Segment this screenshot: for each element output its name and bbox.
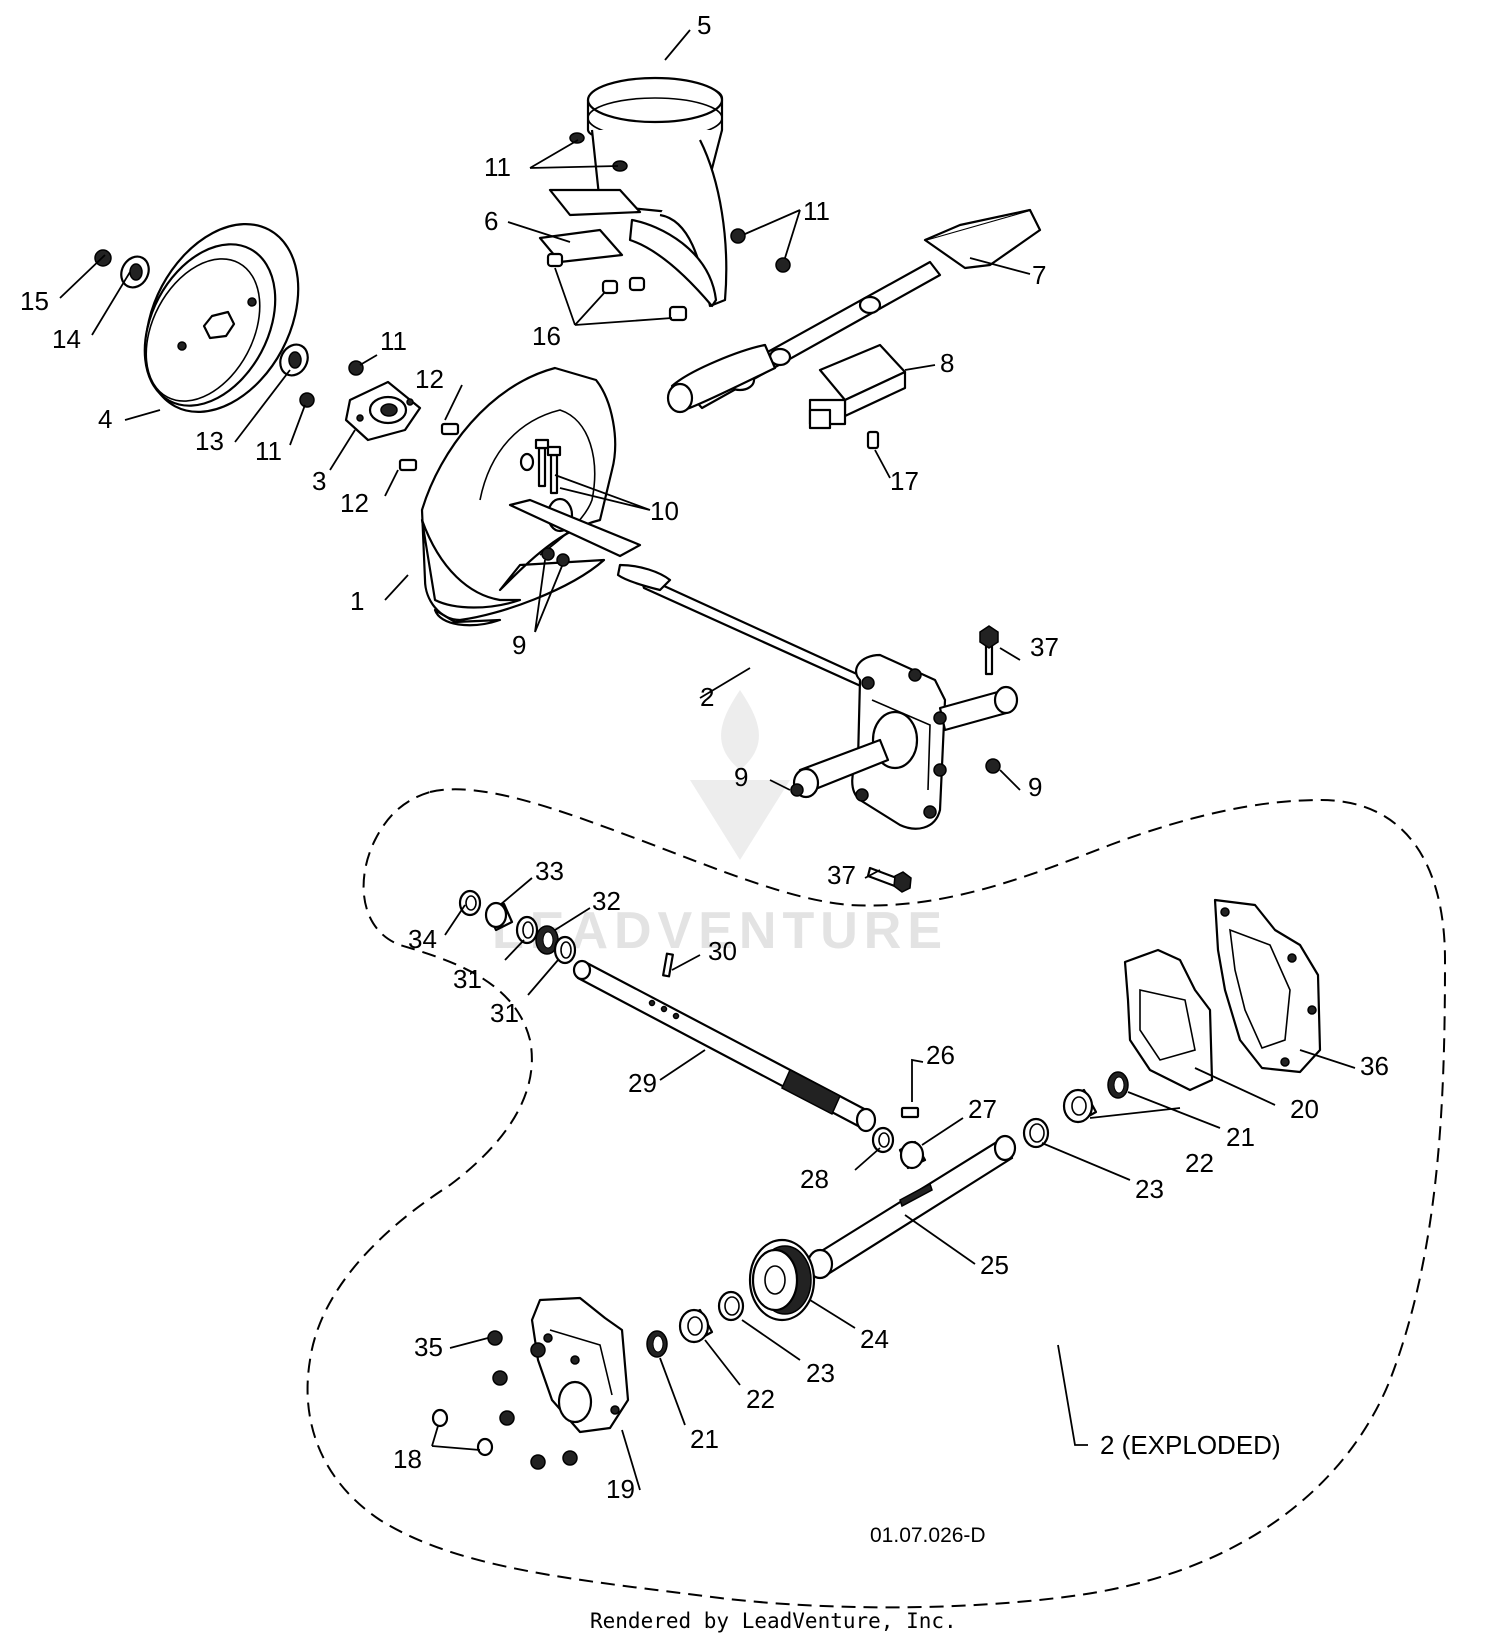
- part-5-discharge-chute: [538, 76, 728, 308]
- callout-11-chute-left: 11: [484, 152, 511, 182]
- callout-18: 18: [393, 1444, 422, 1474]
- part-29-worm-shaft: [572, 959, 877, 1133]
- callout-22-b: 22: [1185, 1148, 1214, 1178]
- callout-31-b: 31: [490, 998, 519, 1028]
- callout-29: 29: [628, 1068, 657, 1098]
- callout-11-flange-bottom: 11: [255, 436, 282, 466]
- callout-17: 17: [890, 466, 919, 496]
- callout-20: 20: [1290, 1094, 1319, 1124]
- callout-30: 30: [708, 936, 737, 966]
- callout-28: 28: [800, 1164, 829, 1194]
- callout-labels: 5 11 6 11 7 16 15 14 4 13 11 11 12 3 1 2 …: [20, 10, 1389, 1504]
- callout-9-gearbox-left: 9: [734, 762, 748, 792]
- part-8-crank-bracket: [808, 343, 907, 430]
- part-33-bushing: [484, 901, 514, 932]
- callout-34: 34: [408, 924, 437, 954]
- callout-13: 13: [195, 426, 224, 456]
- callout-21-b: 21: [1226, 1122, 1255, 1152]
- part-1-housing-side: [420, 366, 642, 627]
- credit-text: Rendered by LeadVenture, Inc.: [590, 1609, 957, 1633]
- leader-lines: [59, 29, 1356, 1491]
- callout-35: 35: [414, 1332, 443, 1362]
- callout-11-chute-right: 11: [803, 196, 830, 226]
- drawing-number: 01.07.026-D: [870, 1524, 986, 1547]
- callout-27: 27: [968, 1094, 997, 1124]
- callout-24: 24: [860, 1324, 889, 1354]
- part-4-pulley: [143, 223, 300, 413]
- part-9-nuts-gearbox: [790, 758, 1001, 797]
- part-7-chute-crank: [666, 208, 1042, 414]
- callout-16: 16: [532, 321, 561, 351]
- callout-12-bottom: 12: [340, 488, 369, 518]
- callout-6: 6: [484, 206, 498, 236]
- part-13-bearing: [279, 343, 309, 377]
- part-32-seal: [535, 925, 559, 955]
- callout-21-a: 21: [690, 1424, 719, 1454]
- part-20-gasket: [1123, 948, 1214, 1092]
- callout-32: 32: [592, 886, 621, 916]
- part-30-pin: [662, 952, 674, 978]
- callout-7: 7: [1032, 260, 1046, 290]
- part-9-nuts-housing: [541, 547, 570, 567]
- exploded-view-label: 2 (EXPLODED): [1100, 1430, 1281, 1460]
- callout-37-bottom: 37: [827, 860, 856, 890]
- part-34-washer: [458, 889, 482, 917]
- callout-22-a: 22: [746, 1384, 775, 1414]
- callout-5: 5: [697, 10, 711, 40]
- callout-25: 25: [980, 1250, 1009, 1280]
- callout-2: 2: [700, 682, 714, 712]
- part-22-bearing-a: [678, 1308, 714, 1344]
- callout-4: 4: [98, 404, 112, 434]
- part-24-worm-gear: [748, 1238, 816, 1322]
- part-36-gearbox-half: [1213, 898, 1322, 1074]
- callout-3: 3: [312, 466, 326, 496]
- part-11-nuts-pulley: [299, 360, 364, 408]
- callout-37-top: 37: [1030, 632, 1059, 662]
- callout-36: 36: [1360, 1051, 1389, 1081]
- part-11-nuts-chute: [730, 228, 791, 273]
- part-31-washer-a: [515, 915, 539, 945]
- part-12-bolts: [398, 422, 460, 472]
- callout-15: 15: [20, 286, 49, 316]
- part-27-bushing: [898, 1140, 927, 1170]
- watermark-logo-icon: [690, 780, 790, 860]
- part-25-output-shaft: [806, 1134, 1017, 1280]
- part-19-gearbox-half: [530, 1296, 630, 1434]
- callout-19: 19: [606, 1474, 635, 1504]
- part-28-washer: [871, 1126, 895, 1154]
- part-31-washer-b: [553, 935, 577, 965]
- part-21-seal-a: [646, 1330, 668, 1358]
- part-23-washer-b: [1022, 1117, 1050, 1149]
- part-2-gearbox-assembly: [616, 563, 1019, 830]
- part-18-plugs: [431, 1408, 494, 1457]
- part-37-bolts: [866, 625, 999, 893]
- part-35-screws: [487, 1330, 578, 1470]
- part-23-washer-a: [717, 1290, 745, 1322]
- callout-14: 14: [52, 324, 81, 354]
- callout-33: 33: [535, 856, 564, 886]
- part-16-carriage-bolts: [546, 252, 688, 322]
- part-14-bearing: [120, 255, 150, 289]
- callout-31-a: 31: [453, 964, 482, 994]
- part-22-bearing-b: [1062, 1088, 1098, 1124]
- watermark-flame-icon: [721, 690, 759, 770]
- callout-23-b: 23: [1135, 1174, 1164, 1204]
- part-17-screw: [866, 430, 880, 450]
- callout-11-flange-top: 11: [380, 326, 407, 356]
- part-21-seal-b: [1107, 1071, 1129, 1099]
- part-3-bearing-flange: [344, 380, 422, 442]
- callout-26: 26: [926, 1040, 955, 1070]
- callout-1: 1: [350, 586, 364, 616]
- callout-12-top: 12: [415, 364, 444, 394]
- callout-10: 10: [650, 496, 679, 526]
- callout-8: 8: [940, 348, 954, 378]
- part-26-key: [900, 1106, 920, 1119]
- callout-9-gearbox-right: 9: [1028, 772, 1042, 802]
- callout-9-housing: 9: [512, 630, 526, 660]
- callout-23-a: 23: [806, 1358, 835, 1388]
- exploded-view-boundary: [306, 788, 1447, 1609]
- part-10-bolts: [534, 438, 562, 495]
